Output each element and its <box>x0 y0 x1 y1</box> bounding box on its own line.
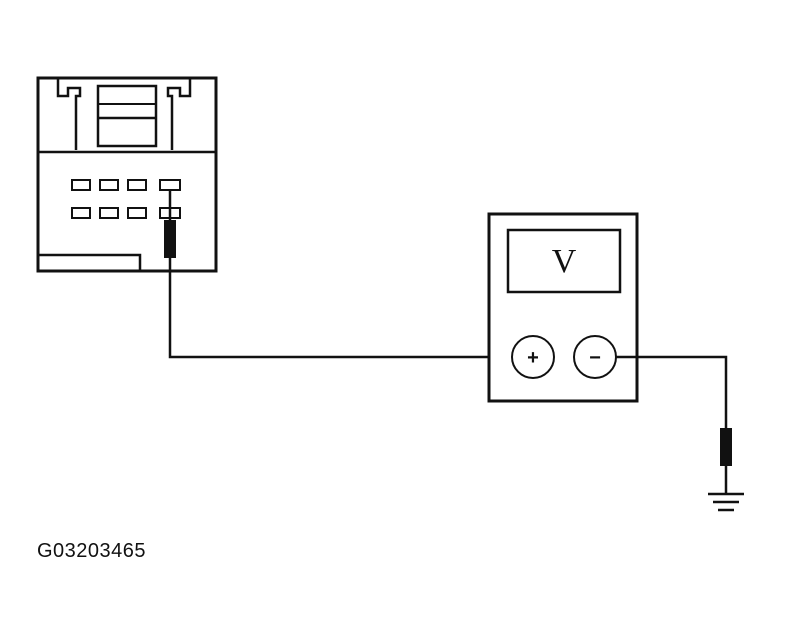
probe-icon <box>164 190 176 258</box>
positive-terminal-sign: + <box>527 347 539 369</box>
connector-latch <box>56 78 192 150</box>
pin-cavity <box>127 207 147 219</box>
multimeter-icon: V + − <box>487 212 639 403</box>
meter-display <box>506 228 622 294</box>
pin-cavity <box>99 179 119 191</box>
pin-cavity <box>99 207 119 219</box>
negative-lead-wire <box>616 355 728 430</box>
figure-id-label: G03203465 <box>37 540 147 562</box>
connector-icon <box>36 76 218 273</box>
ground-icon <box>708 492 744 512</box>
pin-cavity <box>159 179 181 191</box>
connector-ledge <box>38 253 142 271</box>
positive-terminal <box>511 335 555 379</box>
probe-icon <box>720 428 732 494</box>
pin-cavity <box>71 179 91 191</box>
connector-lock-tab <box>96 84 158 148</box>
meter-display-label: V <box>552 243 577 280</box>
pin-cavity <box>127 179 147 191</box>
negative-terminal-sign: − <box>589 347 601 369</box>
pin-cavity <box>71 207 91 219</box>
positive-lead-wire <box>168 258 513 359</box>
